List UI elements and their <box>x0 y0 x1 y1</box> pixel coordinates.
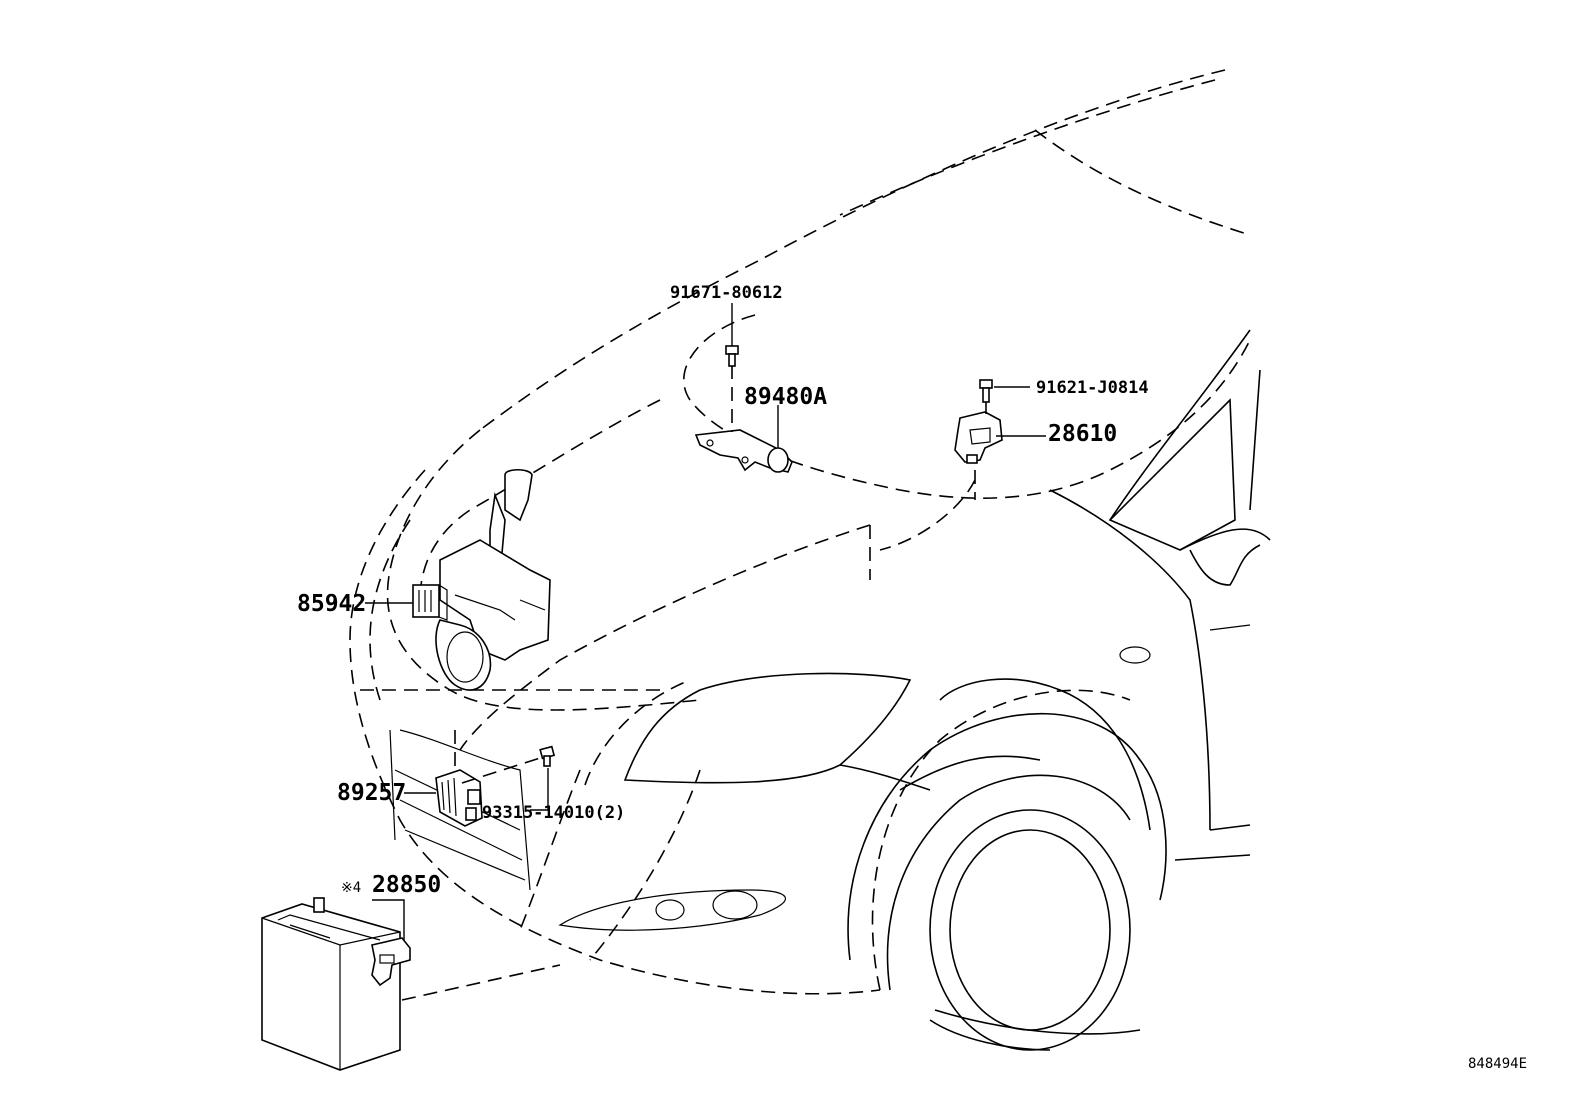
label-91621-J0814: 91621-J0814 <box>1036 378 1149 398</box>
battery-illustration <box>261 897 401 1071</box>
label-28850: 28850 <box>372 872 441 898</box>
car-body-outline <box>349 69 1271 1051</box>
leader-93315 <box>530 768 549 811</box>
leader-28850 <box>372 899 405 940</box>
bolt-91621-illustration <box>979 379 993 403</box>
dash-28850 <box>401 964 561 1001</box>
part-89257-illustration <box>435 769 483 827</box>
bolt-91671-illustration <box>725 345 739 367</box>
note-mark: ※4 <box>341 880 361 896</box>
diagram-code: 848494E <box>1468 1056 1527 1072</box>
washer-tank <box>435 468 551 691</box>
label-91671-80612: 91671-80612 <box>670 283 783 303</box>
label-85942: 85942 <box>297 591 366 617</box>
part-28850-illustration <box>371 937 411 987</box>
label-89480A: 89480A <box>744 384 827 410</box>
part-28610-illustration <box>954 411 1003 464</box>
label-28610: 28610 <box>1048 421 1117 447</box>
part-85942-illustration <box>412 584 448 621</box>
label-93315-14010: 93315-14010(2) <box>482 803 625 823</box>
label-89257: 89257 <box>337 780 406 806</box>
bolt-93315-illustration <box>539 745 556 767</box>
part-89480A-illustration <box>694 429 793 473</box>
dash-93315 <box>461 757 541 784</box>
